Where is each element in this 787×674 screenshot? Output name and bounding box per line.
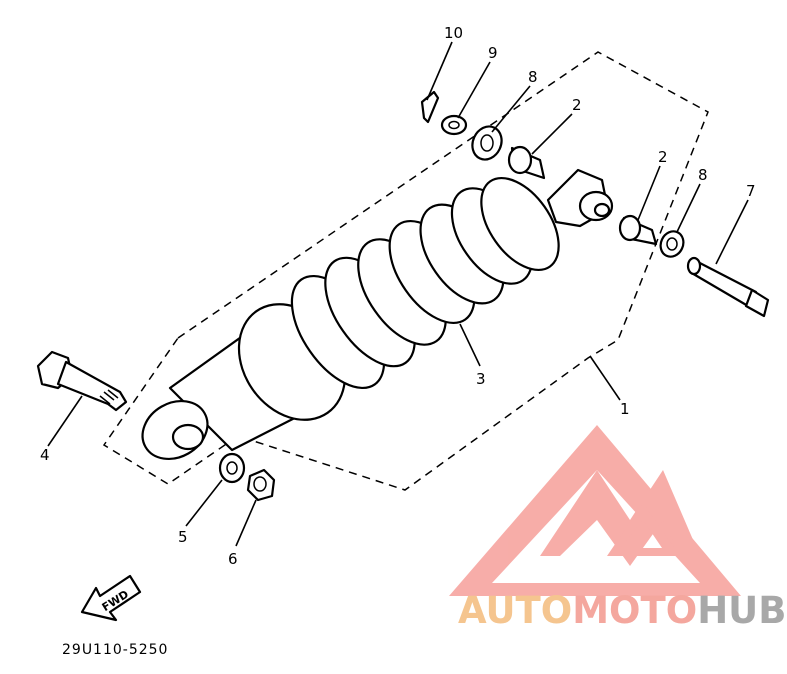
cotter-pin-part-10	[420, 90, 440, 124]
assembly-dashed-outline	[102, 51, 709, 491]
callout-2-upper: 2	[572, 96, 582, 114]
watermark-text-hub: HUB	[697, 589, 786, 632]
fwd-arrow: FWD	[80, 574, 142, 622]
callout-2-lower: 2	[658, 148, 668, 166]
spring-coils	[290, 176, 560, 390]
callout-8-lower: 8	[698, 166, 708, 184]
nut-part-6	[246, 468, 276, 502]
washer-part-5	[218, 452, 246, 484]
callout-5: 5	[178, 528, 188, 546]
pivot-pin-part-7	[686, 256, 770, 318]
callout-labels: 10 9 8 2 2 8 7 3 1 4 5 6	[40, 24, 756, 568]
watermark-g-shape	[607, 503, 680, 556]
collar-part-2-lower	[618, 214, 658, 246]
shock-absorber-part-3	[141, 168, 614, 461]
washer-part-9	[440, 114, 468, 136]
watermark-text-moto: MOTO	[572, 589, 697, 632]
callout-3: 3	[476, 370, 486, 388]
washer-part-9-hole	[448, 120, 460, 130]
callout-6: 6	[228, 550, 238, 568]
watermark-logo	[449, 425, 741, 596]
callout-10: 10	[444, 24, 463, 42]
part-code: 29U110-5250	[62, 642, 168, 658]
leader-lines	[47, 41, 749, 547]
bolt-part-4	[36, 350, 128, 412]
seal-part-8-upper	[471, 125, 503, 161]
callout-4: 4	[40, 446, 50, 464]
watermark-text-auto: AUTO	[458, 589, 572, 632]
callout-1: 1	[620, 400, 630, 418]
seal-part-8-lower-inner	[666, 237, 678, 251]
callout-9: 9	[488, 44, 498, 62]
watermark-m-shape	[540, 470, 700, 566]
callout-7: 7	[746, 182, 756, 200]
seal-part-8-upper-inner	[480, 134, 494, 152]
callout-8-upper: 8	[528, 68, 538, 86]
watermark-text: AUTOMOTOHUB	[458, 589, 786, 632]
watermark-triangle	[449, 425, 741, 596]
collar-part-2-upper	[507, 145, 546, 180]
washer-part-5-hole	[226, 461, 238, 475]
